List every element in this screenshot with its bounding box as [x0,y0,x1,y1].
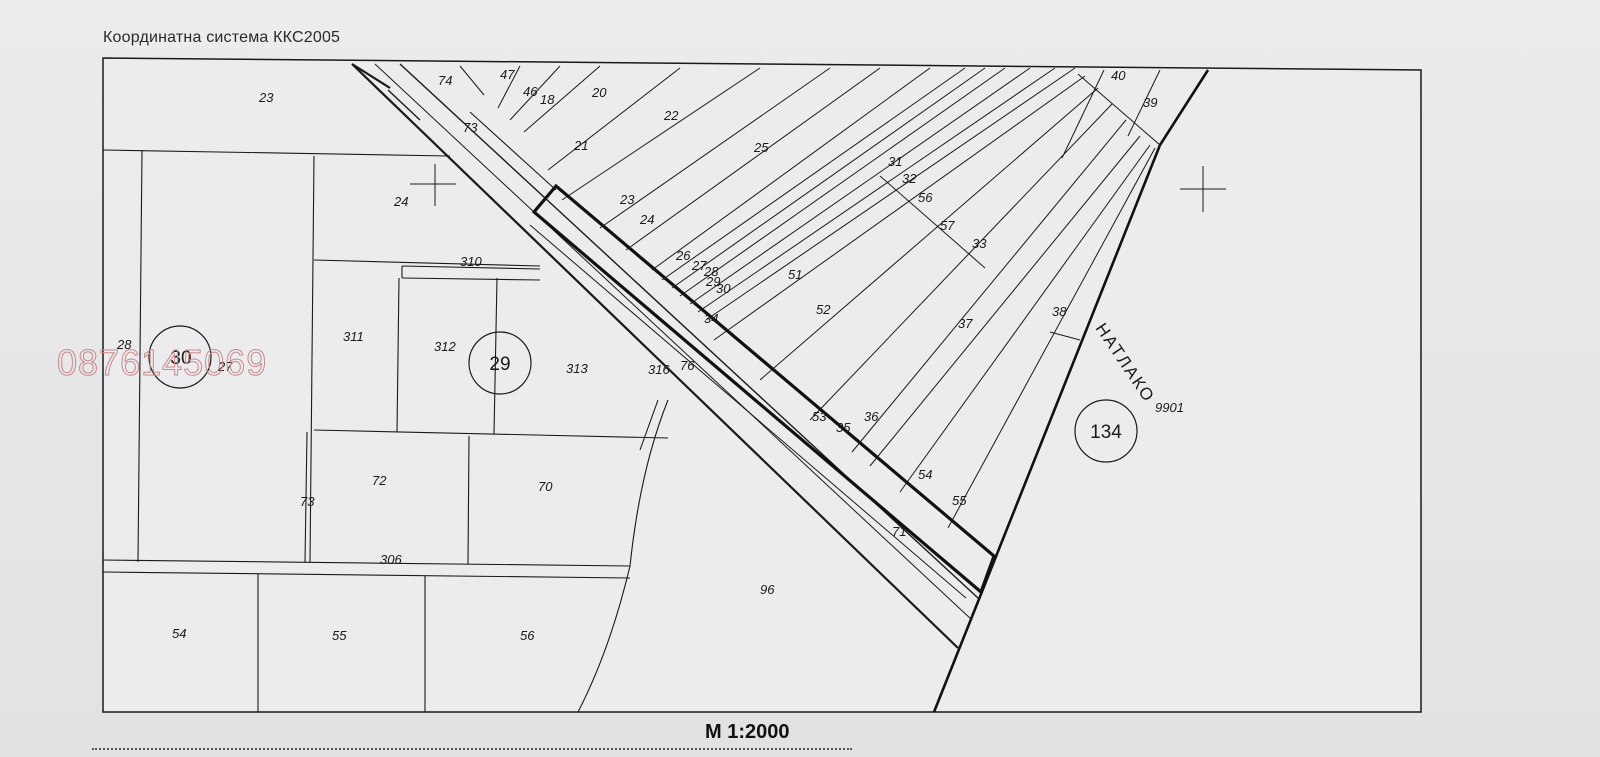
parcel-label: 73 [300,494,315,509]
block-number-29: 29 [489,354,510,375]
parcel-label: 36 [864,409,879,424]
parcel-label: 22 [663,108,679,123]
parcel-label: 72 [372,473,387,488]
block-number-30: 30 [170,348,191,369]
parcel-label: 76 [680,358,695,373]
parcel-label: 28 [116,337,132,352]
parcel-label: 23 [258,90,274,105]
parcel-label: 20 [591,85,607,100]
fan-parcel-lines [459,65,1161,529]
right-boundary [932,69,1210,713]
parcel-label: 54 [918,467,932,482]
parcel-label: 313 [566,361,588,376]
parcel-label: 56 [520,628,535,643]
map-frame [102,57,1422,713]
parcel-label: 55 [332,628,347,643]
parcel-label: 311 [343,329,364,344]
parcel-label: 34 [704,311,718,326]
coordinate-system-label: Координатна система ККС2005 [103,29,341,46]
parcel-label: 30 [716,281,731,296]
parcel-label: 312 [434,339,456,354]
parcel-label: 38 [1052,304,1067,319]
block-number-134: 134 [1090,422,1122,443]
parcel-label: 9901 [1155,400,1184,415]
parcel-label: 35 [836,420,851,435]
left-parcel-lines [102,149,669,713]
parcel-label: 37 [958,316,973,331]
parcel-label: 28 [703,264,719,279]
parcel-label: 29 [705,274,720,289]
parcel-label: 53 [812,409,827,424]
parcel-label: 74 [438,73,452,88]
parcel-label: 56 [918,190,933,205]
cut-off-text-line [92,748,852,753]
parcel-label: 316 [648,362,670,377]
parcel-label: 31 [888,154,902,169]
parcel-label: 52 [816,302,831,317]
parcel-label: 21 [573,138,588,153]
parcel-label: 71 [892,524,906,539]
parcel-label: 39 [1143,95,1157,110]
parcel-label: 33 [972,236,987,251]
parcel-label: 40 [1111,68,1126,83]
parcel-label: 25 [753,140,769,155]
parcel-label: 57 [940,218,955,233]
parcel-label: 306 [380,552,402,567]
block-circles [148,325,1138,463]
parcel-label: 310 [460,254,482,269]
parcel-label: 46 [523,84,538,99]
survey-crosses [410,164,1226,212]
parcel-label: 18 [540,92,555,107]
map-scale: М 1:2000 [705,721,790,743]
parcel-label: 51 [788,267,802,282]
parcel-labels: 23 24 310 28 27 311 312 313 316 76 72 70… [116,67,1184,643]
parcel-label: 24 [393,194,408,209]
parcel-label: 32 [902,171,917,186]
parcel-label: 73 [463,120,478,135]
parcel-label: 23 [619,192,635,207]
parcel-label: 54 [172,626,186,641]
parcel-label: 27 [217,359,233,374]
parcel-label: 47 [500,67,515,82]
parcel-label: 55 [952,493,967,508]
parcel-label: 70 [538,479,553,494]
parcel-label: 27 [691,258,707,273]
parcel-label: 24 [639,212,654,227]
phone-watermark: 0876145069 [56,342,268,384]
parcel-label: 96 [760,582,775,597]
parcel-label: 26 [675,248,691,263]
